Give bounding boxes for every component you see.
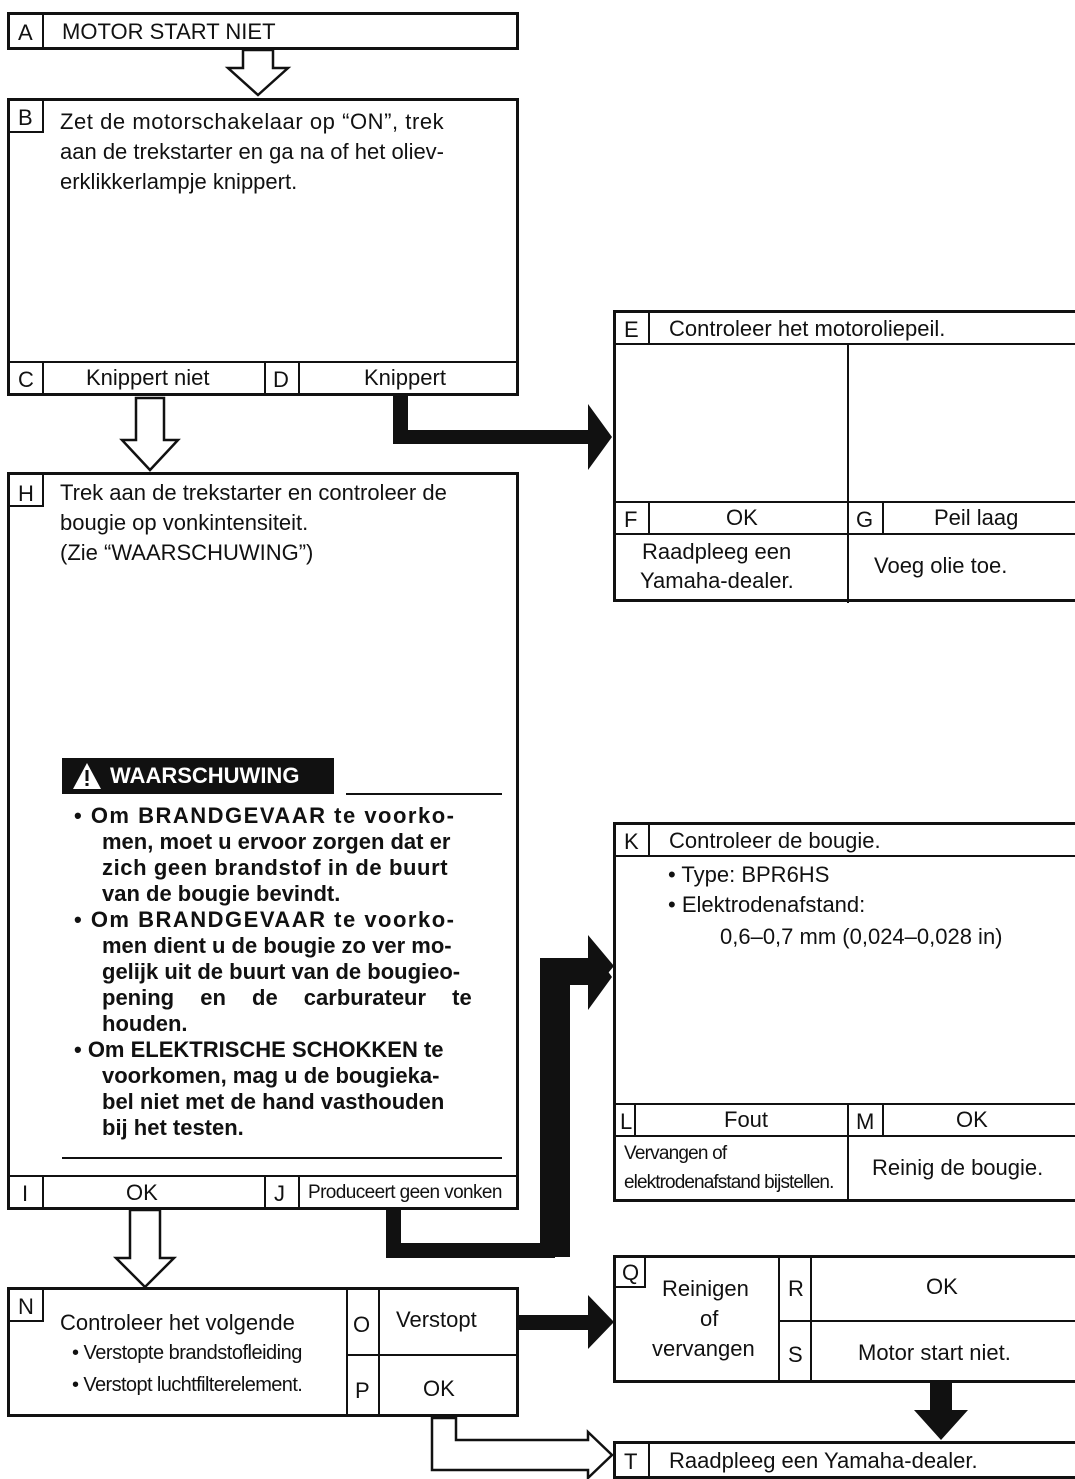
box-letter-s: S: [788, 1342, 803, 1367]
outcome-c-knippert-niet: Knippert niet: [86, 365, 210, 390]
arrow-j-to-k-bar: [540, 958, 590, 973]
warning-line-13: bij het testen.: [102, 1115, 244, 1140]
box-e-text: Controleer het motoroliepeil.: [669, 316, 946, 341]
warning-line-1: • Om BRANDGEVAAR te voorko-: [74, 803, 456, 828]
arrow-j-to-k: [386, 944, 612, 1257]
action-l-line-2: elektrodenafstand bijstellen.: [624, 1172, 834, 1193]
outcome-d-knippert: Knippert: [364, 365, 446, 390]
spark-plug-gap-value: 0,6–0,7 mm (0,024–0,028 in): [720, 924, 1003, 949]
box-letter-k: K: [624, 829, 639, 854]
box-a-motor-start-niet: A MOTOR START NIET: [7, 12, 519, 50]
box-letter-o: O: [353, 1312, 371, 1337]
action-f-line-2: Yamaha-dealer.: [640, 568, 794, 593]
box-letter-a: A: [18, 20, 33, 45]
box-letter-l: L: [620, 1109, 633, 1134]
box-letter-b: B: [18, 105, 33, 130]
box-n-text: Controleer het volgende: [60, 1310, 295, 1335]
box-letter-f: F: [624, 507, 638, 532]
outcome-o-verstopt: Verstopt: [396, 1307, 477, 1332]
box-letter-g: G: [856, 507, 874, 532]
arrow-j-to-k-rise: [540, 958, 555, 1257]
box-q-line-3: vervangen: [652, 1336, 755, 1361]
box-letter-e: E: [624, 317, 639, 342]
box-letter-m: M: [856, 1109, 875, 1134]
arrow-c-to-h: [119, 396, 181, 472]
arrow-s-to-t: [914, 1382, 968, 1440]
box-n-bullet-1: • Verstopte brandstofleiding: [72, 1342, 302, 1364]
arrow-d-to-e: [393, 395, 612, 470]
outcome-m-ok: OK: [956, 1107, 988, 1132]
box-h-line-2: bougie op vonkintensiteit.: [60, 510, 309, 535]
action-f-line-1: Raadpleeg een: [642, 539, 792, 564]
box-letter-d: D: [273, 367, 289, 392]
warning-line-11: voorkomen, mag u de bougieka-: [102, 1063, 440, 1088]
box-letter-n: N: [18, 1294, 34, 1319]
box-letter-c: C: [18, 367, 34, 392]
box-h-check-spark: H Trek aan de trekstarter en controleer …: [7, 472, 519, 1210]
warning-line-7: gelijk uit de buurt van de bougieo-: [102, 959, 461, 984]
box-k-text: Controleer de bougie.: [669, 828, 881, 853]
box-letter-i: I: [22, 1181, 29, 1206]
box-e-check-oil-level: E Controleer het motoroliepeil. F OK G P…: [613, 310, 1075, 603]
box-letter-p: P: [355, 1378, 370, 1403]
warning-title: WAARSCHUWING: [110, 763, 300, 788]
box-letter-h: H: [18, 481, 34, 506]
outcome-p-ok: OK: [423, 1376, 455, 1401]
arrow-j-to-k-bottom: [386, 1243, 555, 1258]
warning-line-3: zich geen brandstof in de buurt: [102, 855, 449, 880]
outcome-s-motor-start-niet: Motor start niet.: [858, 1340, 1011, 1365]
warning-line-10: • Om ELEKTRISCHE SCHOKKEN te: [74, 1037, 444, 1062]
box-a-text: MOTOR START NIET: [62, 19, 276, 44]
box-q-clean-or-replace: Q Reinigen of vervangen R OK S Motor sta…: [613, 1255, 1075, 1383]
arrow-p-to-t: [430, 1416, 614, 1479]
box-letter-j: J: [274, 1181, 285, 1206]
warning-rule-top: [346, 793, 502, 795]
action-g-text: Voeg olie toe.: [874, 553, 1008, 578]
box-n-check-following: N Controleer het volgende • Verstopte br…: [7, 1287, 519, 1417]
arrow-d-to-e-stem: [393, 395, 408, 444]
arrow-o-to-q: [517, 1295, 614, 1349]
box-h-line-3: (Zie “WAARSCHUWING”): [60, 540, 314, 565]
warning-line-2: men, moet u ervoor zorgen dat er: [102, 829, 451, 854]
action-l-line-1: Vervangen of: [624, 1143, 727, 1164]
box-n-bullet-2: • Verstopt luchtfilterelement.: [72, 1374, 303, 1396]
outcome-j-geen-vonken: Produceert geen vonken: [308, 1182, 502, 1203]
box-letter-q: Q: [622, 1260, 640, 1285]
spark-plug-gap-label: • Elektrodenafstand:: [668, 892, 866, 917]
box-h-line-1: Trek aan de trekstarter en controleer de: [60, 480, 447, 505]
box-b-line-1: Zet de motorschakelaar op “ON”, trek: [60, 109, 445, 134]
box-b-line-3: erklikkerlampje knippert.: [60, 169, 298, 194]
box-b-check-oil-lamp: B Zet de motorschakelaar op “ON”, trek a…: [7, 98, 519, 396]
warning-line-8: pening en de carburateur te: [102, 985, 472, 1010]
box-letter-t: T: [624, 1449, 638, 1474]
outcome-r-ok: OK: [926, 1274, 958, 1299]
box-t-text: Raadpleeg een Yamaha-dealer.: [669, 1448, 978, 1473]
warning-line-6: men dient u de bougie zo ver mo-: [102, 933, 452, 958]
warning-rule-bottom: [62, 1157, 502, 1159]
warning-line-5: • Om BRANDGEVAAR te voorko-: [74, 907, 456, 932]
outcome-l-fout: Fout: [724, 1107, 769, 1132]
box-letter-r: R: [788, 1276, 804, 1301]
warning-line-12: bel niet met de hand vasthouden: [102, 1089, 445, 1114]
warning-triangle-icon: [73, 763, 101, 789]
warning-header: WAARSCHUWING: [62, 758, 334, 794]
outcome-g-peil-laag: Peil laag: [934, 505, 1019, 530]
arrow-i-to-n: [112, 1208, 178, 1289]
outcome-f-ok: OK: [726, 505, 758, 530]
warning-line-9: houden.: [102, 1011, 188, 1036]
action-m-text: Reinig de bougie.: [872, 1155, 1044, 1180]
box-q-line-1: Reinigen: [662, 1276, 749, 1301]
arrow-j-to-k-head: [588, 935, 614, 997]
box-q-line-2: of: [700, 1306, 719, 1331]
arrow-a-to-b: [224, 48, 292, 97]
outcome-i-ok: OK: [126, 1180, 158, 1205]
box-b-line-2: aan de trekstarter en ga na of het oliev…: [60, 139, 445, 164]
warning-line-4: van de bougie bevindt.: [102, 881, 341, 906]
box-t-consult-dealer: T Raadpleeg een Yamaha-dealer.: [613, 1441, 1075, 1479]
spark-plug-type: • Type: BPR6HS: [668, 862, 830, 887]
box-k-check-spark-plug: K Controleer de bougie. • Type: BPR6HS •…: [613, 822, 1075, 1202]
